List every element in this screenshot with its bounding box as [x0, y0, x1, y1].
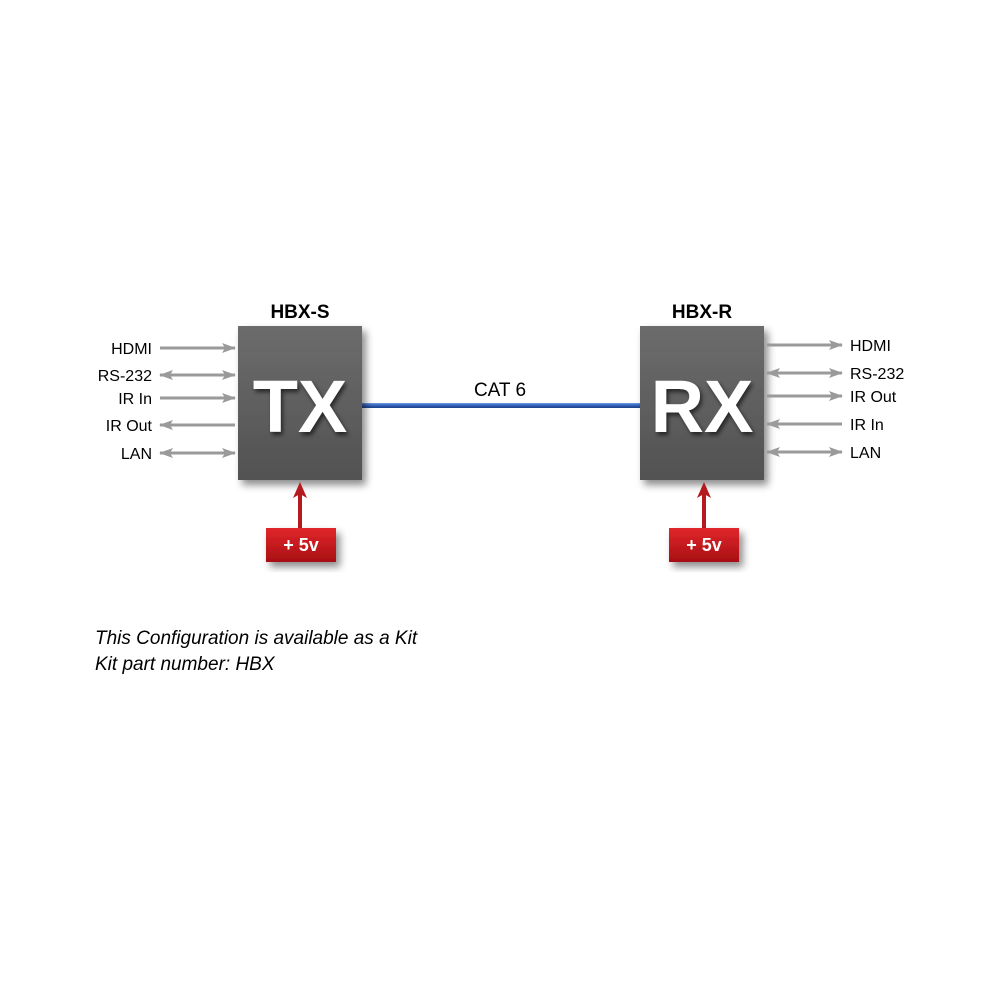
- tx-port-ir-in: IR In: [118, 391, 236, 408]
- rx-model-title: HBX-R: [672, 302, 732, 323]
- port-label: IR Out: [850, 389, 897, 406]
- tx-device-label: TX: [253, 365, 348, 448]
- kit-note-line-2: Kit part number: HBX: [95, 654, 275, 675]
- tx-port-ir-out: IR Out: [106, 418, 235, 435]
- rx-device-label: RX: [651, 365, 754, 448]
- rx-power-label: + 5v: [686, 535, 722, 555]
- kit-note-line-1: This Configuration is available as a Kit: [95, 628, 418, 649]
- rx-port-ir-out: IR Out: [767, 389, 897, 406]
- port-label: LAN: [850, 445, 881, 462]
- rx-port-ir-in: IR In: [766, 417, 884, 434]
- port-label: LAN: [121, 446, 152, 463]
- tx-model-title: HBX-S: [270, 302, 329, 323]
- tx-port-hdmi: HDMI: [111, 341, 236, 358]
- cable-label: CAT 6: [474, 380, 526, 401]
- rx-device-box: [640, 326, 764, 480]
- rx-port-hdmi: HDMI: [767, 338, 891, 355]
- rx-power-box: [669, 528, 739, 562]
- port-label: RS-232: [850, 366, 904, 383]
- rx-port-lan: LAN: [766, 445, 881, 462]
- tx-port-rs232: RS-232: [98, 368, 236, 385]
- port-label: IR In: [850, 417, 884, 434]
- port-label: RS-232: [98, 368, 152, 385]
- tx-port-lan: LAN: [121, 446, 236, 463]
- rx-port-rs232: RS-232: [766, 366, 904, 383]
- tx-device-box: [238, 326, 362, 480]
- tx-power-box: [266, 528, 336, 562]
- port-label: IR Out: [106, 418, 153, 435]
- port-label: HDMI: [850, 338, 891, 355]
- port-label: IR In: [118, 391, 152, 408]
- port-label: HDMI: [111, 341, 152, 358]
- cat6-cable: [360, 403, 642, 408]
- tx-power-label: + 5v: [283, 535, 319, 555]
